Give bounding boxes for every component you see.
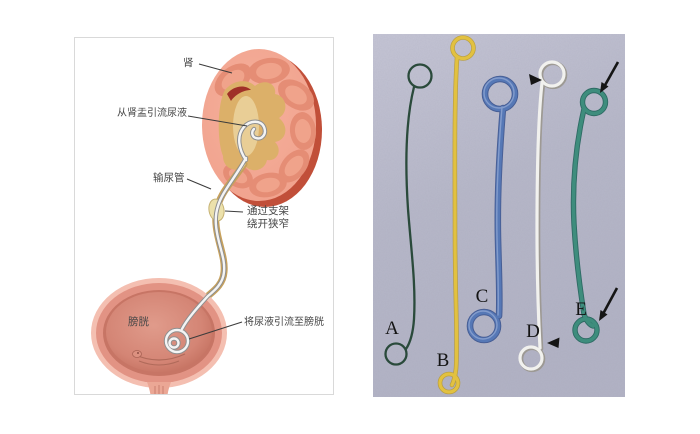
stent-D-graphic (518, 60, 568, 373)
kidney-graphic (202, 49, 322, 207)
arrow-bottom-right-icon (599, 287, 619, 321)
stent-letter-C: C (475, 286, 489, 307)
stent-letter-A: A (385, 318, 399, 339)
stent-letter-D: D (526, 321, 540, 342)
ureter-label: 输尿管 (153, 172, 185, 184)
bypass-line2: 绕开狭窄 (247, 217, 289, 230)
drain-to-bladder-label: 将尿液引流至膀胱 (244, 317, 324, 328)
bypass-stricture-label: 通过支架 绕开狭窄 (247, 205, 289, 230)
stent-letter-B: B (436, 350, 450, 371)
pointer-lines (186, 63, 248, 340)
kidney-label: 肾 (183, 57, 194, 69)
stent-A-graphic (384, 63, 433, 366)
bypass-line1: 通过支架 (247, 205, 289, 217)
annotation-arrows (529, 61, 620, 348)
bladder-label: 膀胱 (128, 316, 149, 328)
stent-photo-art (373, 34, 625, 397)
drain-from-pelvis-label: 从肾盂引流尿液 (117, 108, 187, 119)
arrow-top-right-icon (600, 61, 620, 93)
kidney-stent-diagram-art (91, 49, 322, 394)
stent-types-photo-panel: A B C D E (373, 34, 625, 397)
stent-letter-E: E (575, 299, 587, 320)
stent-C-graphic (466, 75, 519, 344)
bladder-graphic (91, 278, 227, 394)
stent-E-graphic (570, 87, 609, 344)
kidney-stent-diagram-panel: 肾 从肾盂引流尿液 输尿管 通过支架 绕开狭窄 膀胱 将尿液引流至膀胱 (74, 37, 334, 395)
arrowhead-bottom-icon (547, 337, 560, 348)
stent-B-graphic (437, 35, 476, 395)
arrowhead-top-icon (529, 74, 542, 85)
stent-graphic (163, 119, 268, 355)
